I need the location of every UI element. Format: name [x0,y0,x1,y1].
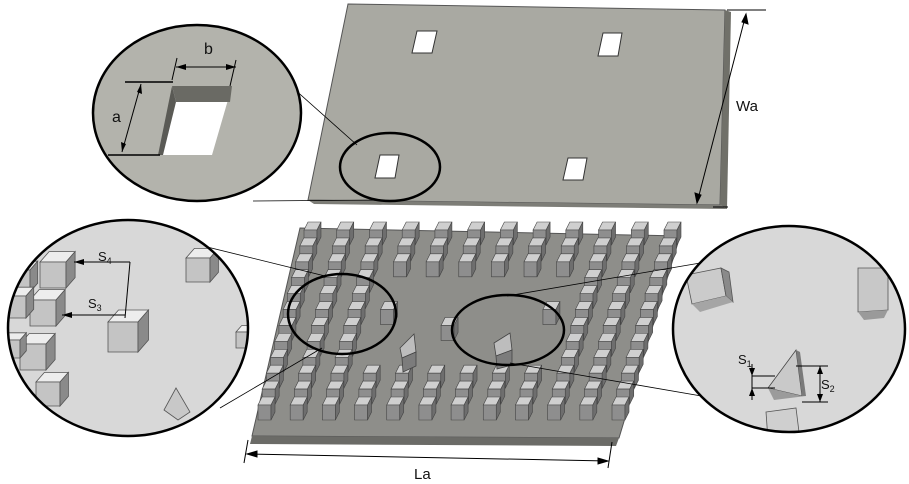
triangular-pin [399,333,417,373]
rectangular-pin [386,396,405,421]
zoom-rectangular-pin [29,288,66,328]
zoom-rectangular-pin [8,331,28,360]
rectangular-pin [321,396,340,421]
rectangular-pin [310,317,329,341]
zoom-rectangular-pin [107,308,150,354]
s4-label: S4 [98,249,112,266]
rectangular-pin [565,221,584,246]
slot-highlight-ellipse [338,131,442,203]
rectangular-pin [579,396,598,421]
zoom-rectangular-pin [185,247,220,284]
rectangular-pin [354,396,373,421]
top-plate [307,3,731,209]
zoom-triangular-pin [163,387,191,421]
b-label: b [204,41,213,58]
plate-slot [411,30,438,54]
rectangular-pin [289,396,308,421]
plate-slot [562,157,588,181]
rectangular-pin [458,253,477,278]
a-label: a [112,109,121,126]
spacing-highlight-ellipse [286,272,398,356]
rectangular-pin [425,253,444,278]
plate-slot [374,154,400,179]
s2-label: S2 [821,377,835,394]
wa-label: Wa [736,98,759,115]
rectangular-pin [440,317,459,341]
wa-dimension [694,9,766,208]
rectangular-pin [523,253,542,278]
rectangular-pin [257,396,276,421]
rectangular-pin [490,253,509,278]
rectangular-pin [593,237,612,262]
zoom-pin-spacing [6,218,250,438]
rectangular-pin [482,396,501,421]
rectangular-pin [327,253,346,278]
la-dimension [243,439,613,469]
zoom-triangle-pin [671,224,907,434]
rectangular-pin-array [257,221,682,421]
rectangular-pin [418,396,437,421]
rectangular-pin [611,396,630,421]
la-label: La [414,466,431,483]
rectangular-pin [450,396,469,421]
zoom-rectangular-pin [35,371,70,408]
rectangular-pin [556,253,575,278]
triangle-highlight-ellipse [450,293,566,367]
zoom-rectangular-pin [39,250,76,290]
plate-slot [597,32,623,57]
s3-label: S3 [88,296,102,313]
zoom-slot [91,23,303,203]
rectangular-pin [547,396,566,421]
rectangular-pin [393,253,412,278]
rectangular-pin [514,396,533,421]
rectangular-pin [430,237,449,262]
s1-label: S1 [738,352,752,369]
